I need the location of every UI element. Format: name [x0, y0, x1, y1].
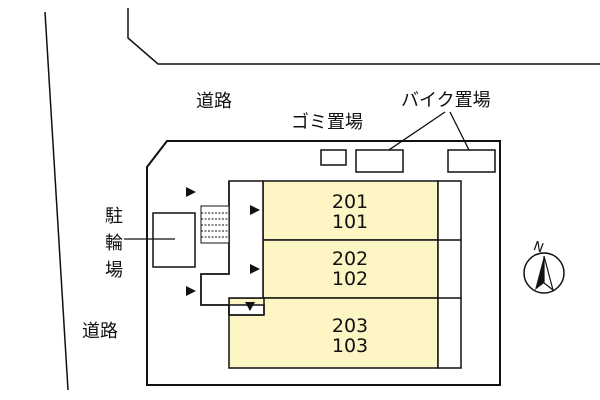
garbage-area: [320, 149, 347, 166]
unit-number-lower: 102: [332, 268, 368, 290]
unit-number-upper: 201: [332, 191, 368, 213]
bicycle-parking-label: 場: [105, 260, 123, 281]
unit-number-lower: 103: [332, 335, 368, 357]
bike-leader-line: [449, 111, 473, 157]
bike-parking-label: バイク置場: [401, 90, 491, 111]
common-corridor-outline: [200, 181, 230, 315]
bicycle-parking-label: 輪: [105, 233, 123, 254]
bicycle-parking-label: 駐: [105, 206, 123, 227]
entrance-arrow-icon: [250, 264, 260, 274]
unit-number-lower: 101: [332, 211, 368, 233]
balcony-strip: [437, 180, 462, 369]
entrance-arrow-icon: [245, 302, 255, 311]
bicycle-parking-area: [152, 212, 196, 268]
bike-leader-line: [379, 111, 446, 157]
road-label-left: 道路: [82, 321, 118, 342]
garbage-area-label: ゴミ置場: [291, 112, 363, 133]
entrance-arrow-icon: [250, 205, 260, 215]
road-label-top: 道路: [196, 91, 232, 112]
bike-parking-area: [447, 149, 496, 173]
compass-north-label: N: [531, 239, 545, 256]
boundary-line-top: [127, 8, 600, 65]
boundary-line-left: [44, 11, 69, 391]
unit-number-upper: 202: [332, 248, 368, 270]
unit-number-upper: 203: [332, 315, 368, 337]
entrance-arrow-icon: [186, 286, 196, 296]
bike-parking-area: [355, 149, 404, 173]
stairs-icon: [200, 205, 230, 244]
entrance-arrow-icon: [186, 187, 196, 197]
unit-row-1: [262, 180, 439, 241]
compass-icon: [523, 252, 565, 294]
